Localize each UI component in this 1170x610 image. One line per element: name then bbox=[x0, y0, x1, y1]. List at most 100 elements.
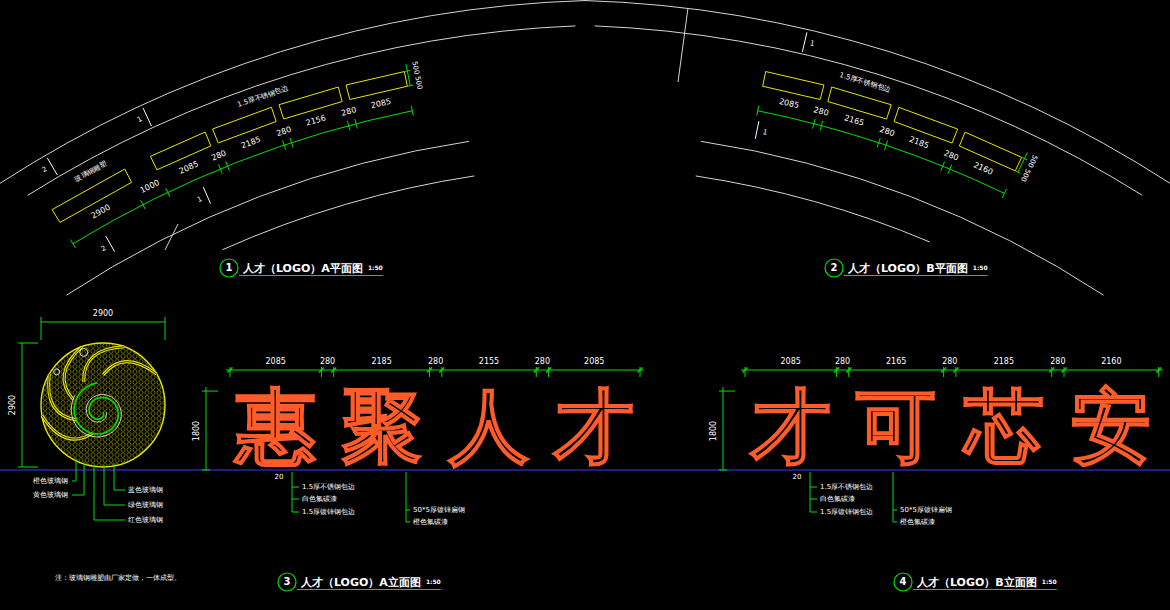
dimension-tick bbox=[321, 367, 322, 377]
title-underline bbox=[297, 589, 441, 590]
logo-outline bbox=[41, 343, 165, 467]
dimension-tick bbox=[941, 368, 946, 373]
dimension-tick bbox=[283, 140, 286, 149]
dimension-tick bbox=[427, 368, 432, 373]
title-number: 2 bbox=[831, 263, 838, 273]
material-callout: 橙色氟碳漆 bbox=[900, 519, 935, 526]
dimension-value: 280 bbox=[275, 125, 292, 137]
dimension-value: 2085 bbox=[178, 161, 200, 177]
dimension-tick bbox=[404, 70, 410, 71]
dimension-value: 20 bbox=[275, 474, 284, 481]
leader-line bbox=[114, 463, 125, 490]
dimension-tick bbox=[1158, 367, 1159, 377]
leader-line bbox=[406, 522, 410, 523]
title-circle bbox=[825, 259, 843, 277]
sign-footprint bbox=[959, 132, 1021, 171]
dimension-value: 2085 bbox=[370, 98, 392, 110]
logo-spiral bbox=[74, 383, 118, 434]
sign-footprint bbox=[150, 132, 210, 170]
logo-feather-line bbox=[64, 347, 82, 400]
dimension-tick bbox=[745, 367, 746, 377]
plan-arc bbox=[595, 26, 1143, 195]
dimension-value: 2185 bbox=[908, 136, 930, 151]
sign-character: 芯 bbox=[964, 387, 1044, 467]
dimension-tick bbox=[429, 367, 430, 377]
dimension-line bbox=[406, 64, 410, 86]
dimension-tick bbox=[848, 367, 849, 377]
dimension-tick bbox=[41, 317, 42, 340]
dimension-value: 280 bbox=[878, 125, 895, 137]
dimension-value: 2155 bbox=[479, 358, 499, 366]
leader-line bbox=[893, 510, 897, 511]
leader-line bbox=[810, 472, 811, 512]
dimension-value: 2165 bbox=[843, 115, 865, 128]
material-callout: 50*5厚镀锌扁钢 bbox=[413, 507, 465, 514]
material-callout: 橙色玻璃钢 bbox=[33, 478, 68, 485]
dimension-value: 280 bbox=[1050, 358, 1065, 366]
dimension-value: 1000 bbox=[139, 179, 161, 195]
sign-footprint bbox=[52, 169, 131, 222]
dimension-value: 2085 bbox=[584, 358, 604, 366]
scale-note: 1:50 bbox=[1042, 579, 1057, 585]
dimension-tick bbox=[546, 368, 551, 373]
dimension-tick bbox=[884, 140, 887, 149]
scale-note: 1:50 bbox=[973, 265, 988, 271]
leader-line bbox=[406, 472, 407, 522]
title-circle bbox=[220, 259, 238, 277]
dimension-tick bbox=[407, 85, 413, 86]
dimension-tick bbox=[548, 367, 549, 377]
sign-character: 安 bbox=[1071, 387, 1151, 467]
dimension-tick bbox=[1015, 171, 1020, 174]
plan-arc bbox=[584, 1, 1170, 184]
material-callout: 1.5厚镀锌钢包边 bbox=[302, 509, 355, 516]
scale-note: 1:50 bbox=[426, 579, 441, 585]
material-callout: 绿色玻璃钢 bbox=[128, 502, 163, 509]
dimension-tick bbox=[836, 367, 837, 377]
section-marker: 1 bbox=[762, 129, 768, 137]
dimension-value: 500 bbox=[413, 76, 422, 90]
dimension-tick bbox=[953, 368, 958, 373]
general-note: 注：玻璃钢雕塑由厂家定做，一体成型。 bbox=[55, 575, 181, 582]
dimension-tick bbox=[1002, 189, 1006, 198]
dimension-line bbox=[758, 111, 1005, 194]
dimension-tick bbox=[319, 368, 324, 373]
dimension-value: 280 bbox=[943, 149, 960, 162]
section-marker: 1 bbox=[136, 116, 143, 124]
dimension-line bbox=[73, 111, 412, 244]
sign-character: 才 bbox=[751, 387, 831, 467]
material-callout: 白色氟碳漆 bbox=[820, 496, 855, 503]
sign-character: 人 bbox=[449, 387, 529, 467]
leader-line bbox=[810, 499, 817, 500]
dimension-tick bbox=[202, 391, 218, 392]
title-number: 1 bbox=[226, 263, 233, 273]
material-callout: 1.5厚镀锌钢包边 bbox=[820, 509, 873, 516]
logo-spiral bbox=[71, 395, 121, 437]
dimension-tick bbox=[834, 368, 839, 373]
dimension-tick bbox=[638, 368, 643, 373]
logo-bubble bbox=[54, 369, 60, 375]
plan-arc bbox=[701, 141, 1104, 295]
leader-line bbox=[406, 510, 410, 511]
dimension-value: 280 bbox=[535, 358, 550, 366]
dimension-tick bbox=[18, 343, 38, 344]
material-callout: 橙色氟碳漆 bbox=[413, 519, 448, 526]
dimension-tick bbox=[166, 188, 170, 197]
leader-line bbox=[810, 487, 817, 488]
dimension-tick bbox=[813, 119, 816, 129]
section-cut bbox=[802, 32, 807, 51]
dimension-value: 280 bbox=[210, 149, 227, 162]
section-cut bbox=[755, 121, 759, 139]
dimension-tick bbox=[18, 467, 38, 468]
dimension-value: 280 bbox=[428, 358, 443, 366]
dimension-line bbox=[226, 370, 644, 371]
dimension-value: 1800 bbox=[710, 420, 718, 440]
dimension-tick bbox=[411, 106, 413, 116]
dimension-line bbox=[723, 387, 724, 470]
dimension-value: 500 bbox=[410, 61, 419, 75]
dimension-tick bbox=[331, 368, 336, 373]
sign-footprint bbox=[346, 72, 407, 100]
dimension-tick bbox=[757, 106, 759, 116]
dimension-value: 20 bbox=[793, 474, 802, 481]
